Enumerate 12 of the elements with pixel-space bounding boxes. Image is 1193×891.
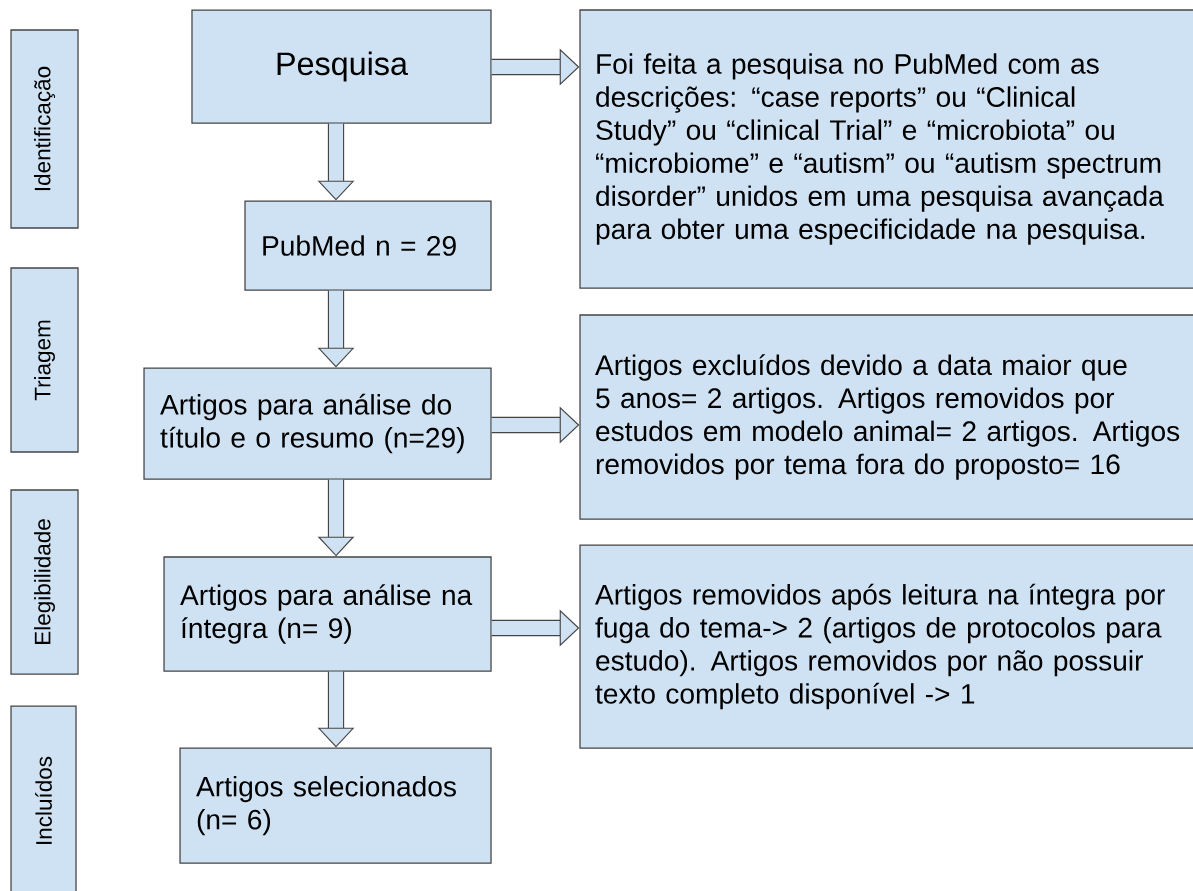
process-box: Pesquisa [191,9,492,124]
process-box: PubMed n = 29 [244,200,492,291]
note-box: Artigos excluídos devido a data maior que 5 anos= 2 artigos. Artigos removidos por estudos em modelo animal= 2 artigos. Artigos removidos por tema fora do proposto= 16 [579,314,1193,520]
note-box: Foi feita a pesquisa no PubMed com as descrições: “case reports” ou “Clinical Study” ou “clinical Trial” e “microbiota” ou “microbiome” e “autism” ou “autism spectrum disorder” unidos em uma pesquisa avançada para obter uma especificidade na pesquisa. [579,9,1193,289]
stage-label: Incluídos [10,705,77,891]
stage-label: Identificação [10,29,79,229]
stage-label: Elegibilidade [10,489,79,675]
note-box: Artigos removidos após leitura na íntegra por fuga do tema-> 2 (artigos de protocolos para estudo). Artigos removidos por não possuir texto completo disponível -> 1 [579,544,1193,749]
stage-label: Triagem [10,267,79,453]
process-box: Artigos para análise na íntegra (n= 9) [163,556,492,672]
process-box: Artigos selecionados (n= 6) [179,747,492,864]
process-box: Artigos para análise do título e o resumo (n=29) [143,367,492,480]
